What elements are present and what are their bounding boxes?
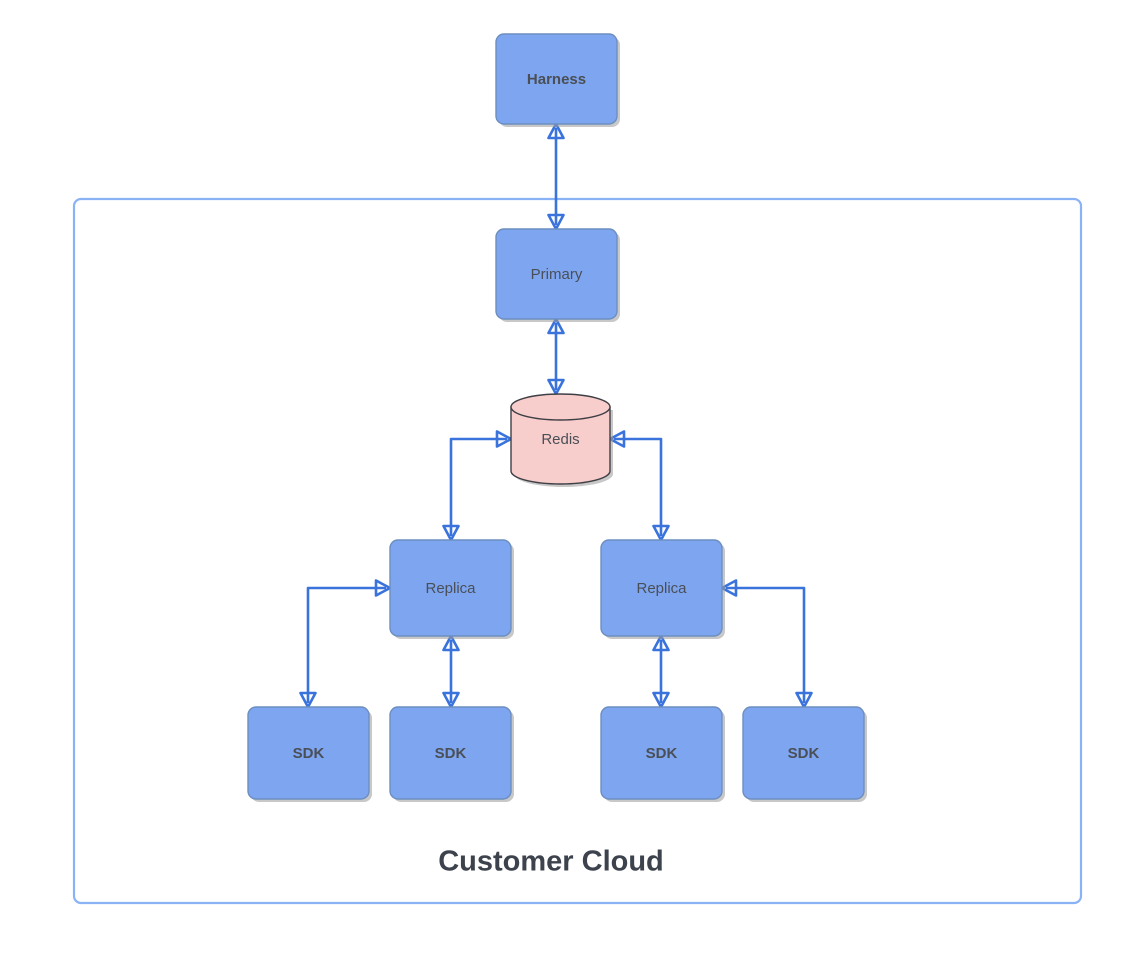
connector-line bbox=[726, 586, 806, 703]
customer-cloud-container[interactable]: Customer Cloud bbox=[72, 197, 1083, 905]
connector-replica-left-sdk-2[interactable] bbox=[442, 634, 460, 709]
node-primary[interactable]: Primary bbox=[495, 228, 620, 322]
connector-replica-right-sdk-3[interactable] bbox=[652, 634, 670, 709]
arrowhead-down-icon bbox=[652, 691, 670, 709]
arrowhead-left-icon bbox=[720, 579, 738, 597]
node-label: SDK bbox=[293, 745, 325, 762]
connector-replica-right-sdk-4[interactable] bbox=[720, 579, 813, 709]
arrowhead-down-icon bbox=[547, 378, 565, 396]
node-box bbox=[495, 33, 618, 125]
arrowhead-up-icon bbox=[547, 122, 565, 140]
connector-redis-replica-right[interactable] bbox=[608, 430, 670, 542]
node-label: SDK bbox=[788, 745, 820, 762]
node-label: SDK bbox=[435, 745, 467, 762]
node-box bbox=[600, 706, 723, 800]
connector-line bbox=[614, 437, 663, 536]
node-sdk-1[interactable]: SDK bbox=[247, 706, 372, 802]
arrowhead-down-icon bbox=[299, 691, 317, 709]
node-box bbox=[742, 706, 865, 800]
node-sdk-4[interactable]: SDK bbox=[742, 706, 867, 802]
node-box bbox=[495, 228, 618, 320]
arrowhead-up-icon bbox=[547, 317, 565, 335]
arrowhead-up-icon bbox=[652, 634, 670, 652]
connectors-layer bbox=[299, 122, 813, 709]
node-label: Replica bbox=[636, 580, 687, 597]
connector-harness-primary[interactable] bbox=[547, 122, 565, 231]
customer-cloud-label: Customer Cloud bbox=[438, 846, 664, 878]
arrowhead-right-icon bbox=[495, 430, 513, 448]
arrowhead-down-icon bbox=[795, 691, 813, 709]
node-sdk-2[interactable]: SDK bbox=[389, 706, 514, 802]
node-replica-left[interactable]: Replica bbox=[389, 539, 514, 639]
cylinder-top bbox=[510, 393, 611, 421]
node-box bbox=[247, 706, 370, 800]
node-label: SDK bbox=[646, 745, 678, 762]
connector-replica-left-sdk-1[interactable] bbox=[299, 579, 392, 709]
connector-line bbox=[306, 586, 386, 703]
node-redis[interactable]: Redis bbox=[510, 393, 613, 488]
arrowhead-up-icon bbox=[442, 634, 460, 652]
connector-primary-redis[interactable] bbox=[547, 317, 565, 396]
node-label: Primary bbox=[531, 266, 583, 283]
arrowhead-down-icon bbox=[547, 213, 565, 231]
node-harness[interactable]: Harness bbox=[495, 33, 620, 127]
arrowhead-right-icon bbox=[374, 579, 392, 597]
arrowhead-down-icon bbox=[652, 524, 670, 542]
node-box bbox=[389, 706, 512, 800]
node-replica-right[interactable]: Replica bbox=[600, 539, 725, 639]
cylinder-body bbox=[510, 406, 611, 485]
node-label: Replica bbox=[425, 580, 476, 597]
arrowhead-down-icon bbox=[442, 691, 460, 709]
node-label: Redis bbox=[541, 431, 579, 448]
customer-cloud-boundary bbox=[72, 197, 1083, 905]
connector-redis-replica-left[interactable] bbox=[442, 430, 513, 542]
node-sdk-3[interactable]: SDK bbox=[600, 706, 725, 802]
arrowhead-left-icon bbox=[608, 430, 626, 448]
connector-line bbox=[449, 437, 507, 536]
arrowhead-down-icon bbox=[442, 524, 460, 542]
node-label: Harness bbox=[527, 71, 586, 88]
node-box bbox=[600, 539, 723, 637]
node-box bbox=[389, 539, 512, 637]
